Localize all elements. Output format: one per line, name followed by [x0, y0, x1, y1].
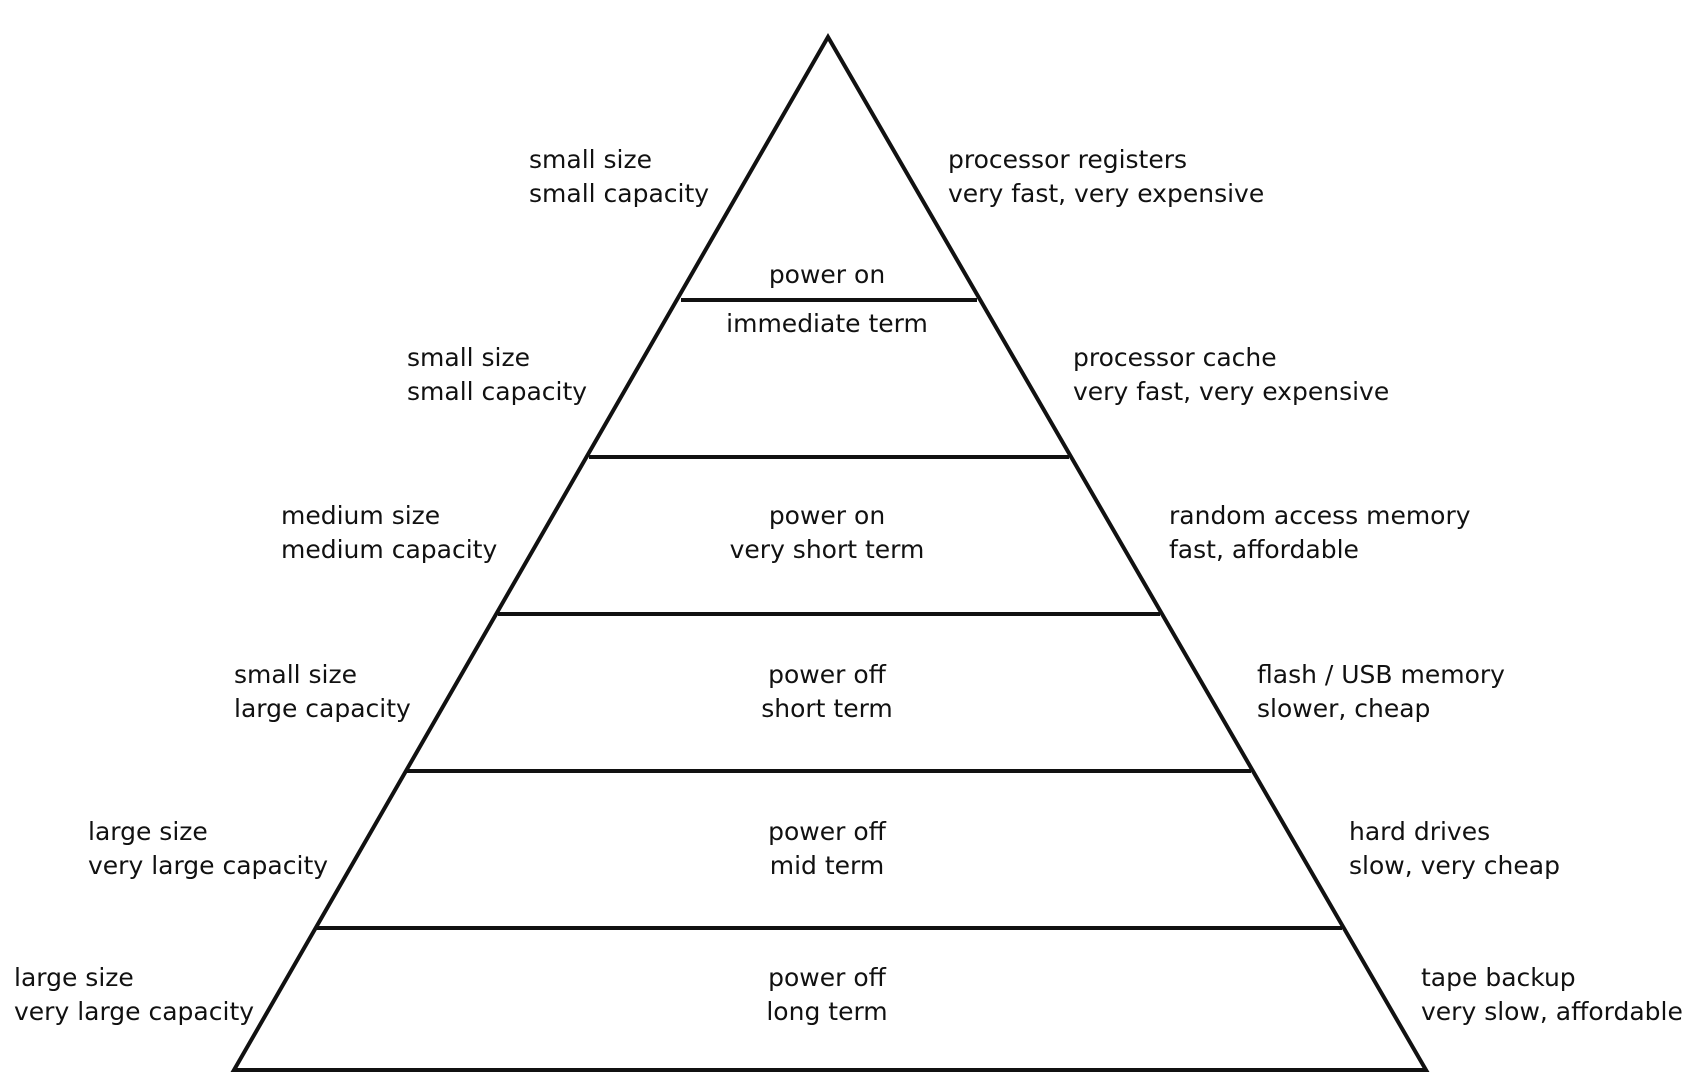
tier-4-speed-cost: slower, cheap — [1257, 694, 1431, 723]
tier-5-speed-cost: slow, very cheap — [1349, 851, 1560, 880]
tier-5-capacity: very large capacity — [88, 851, 329, 880]
tier-3-storage-type: random access memory — [1169, 501, 1471, 530]
pyramid-outline — [230, 32, 1430, 1072]
tier-6-center-label: power off long term — [647, 961, 1007, 1029]
tier-3-right-label: random access memory fast, affordable — [1169, 499, 1471, 567]
tier-6-left-label: large size very large capacity — [14, 961, 254, 1029]
tier-1-storage-type: processor registers — [948, 145, 1188, 174]
tier-3-power: power on — [768, 501, 886, 530]
tier-6-power: power off — [768, 963, 886, 992]
tier-5-left-label: large size very large capacity — [88, 815, 328, 883]
tier-3-term: very short term — [729, 535, 925, 564]
tier-2-size: small size — [407, 343, 531, 372]
tier-4-size: small size — [234, 660, 358, 689]
tier-6-size: large size — [14, 963, 134, 992]
tier-1-size: small size — [529, 145, 653, 174]
tier-2-capacity: small capacity — [407, 377, 588, 406]
tier-1-capacity: small capacity — [529, 179, 710, 208]
tier-1-left-label: small size small capacity — [529, 143, 709, 211]
tier-4-center-label: power off short term — [647, 658, 1007, 726]
tier-6-speed-cost: very slow, affordable — [1421, 997, 1683, 1026]
tier-3-speed-cost: fast, affordable — [1169, 535, 1359, 564]
tier-4-capacity: large capacity — [234, 694, 411, 723]
tier-1-right-label: processor registers very fast, very expe… — [948, 143, 1264, 211]
tier-3-left-label: medium size medium capacity — [281, 499, 497, 567]
tier-5-center-label: power off mid term — [647, 815, 1007, 883]
tier-3-capacity: medium capacity — [281, 535, 498, 564]
tier-4-right-label: flash / USB memory slower, cheap — [1257, 658, 1505, 726]
tier-4-term: short term — [761, 694, 893, 723]
tier-5-right-label: hard drives slow, very cheap — [1349, 815, 1560, 883]
tier-6-term: long term — [766, 997, 888, 1026]
tier-4-left-label: small size large capacity — [234, 658, 411, 726]
tier-5-storage-type: hard drives — [1349, 817, 1491, 846]
tier-6-storage-type: tape backup — [1421, 963, 1576, 992]
tier-4-storage-type: flash / USB memory — [1257, 660, 1505, 689]
tier-1-power-label: power on — [768, 260, 886, 289]
tier-2-left-label: small size small capacity — [407, 341, 587, 409]
tier-6-capacity: very large capacity — [14, 997, 255, 1026]
tier-2-speed-cost: very fast, very expensive — [1073, 377, 1390, 406]
tier-5-size: large size — [88, 817, 208, 846]
tier-5-power: power off — [768, 817, 886, 846]
tier-6-right-label: tape backup very slow, affordable — [1421, 961, 1683, 1029]
tier-5-term: mid term — [769, 851, 885, 880]
tier-3-center-label: power on very short term — [647, 499, 1007, 567]
tier-2-storage-type: processor cache — [1073, 343, 1277, 372]
tier-1-speed-cost: very fast, very expensive — [948, 179, 1265, 208]
tier-3-size: medium size — [281, 501, 441, 530]
tier-1-term-label: immediate term — [726, 309, 928, 338]
tier-4-power: power off — [768, 660, 886, 689]
tier-2-right-label: processor cache very fast, very expensiv… — [1073, 341, 1389, 409]
